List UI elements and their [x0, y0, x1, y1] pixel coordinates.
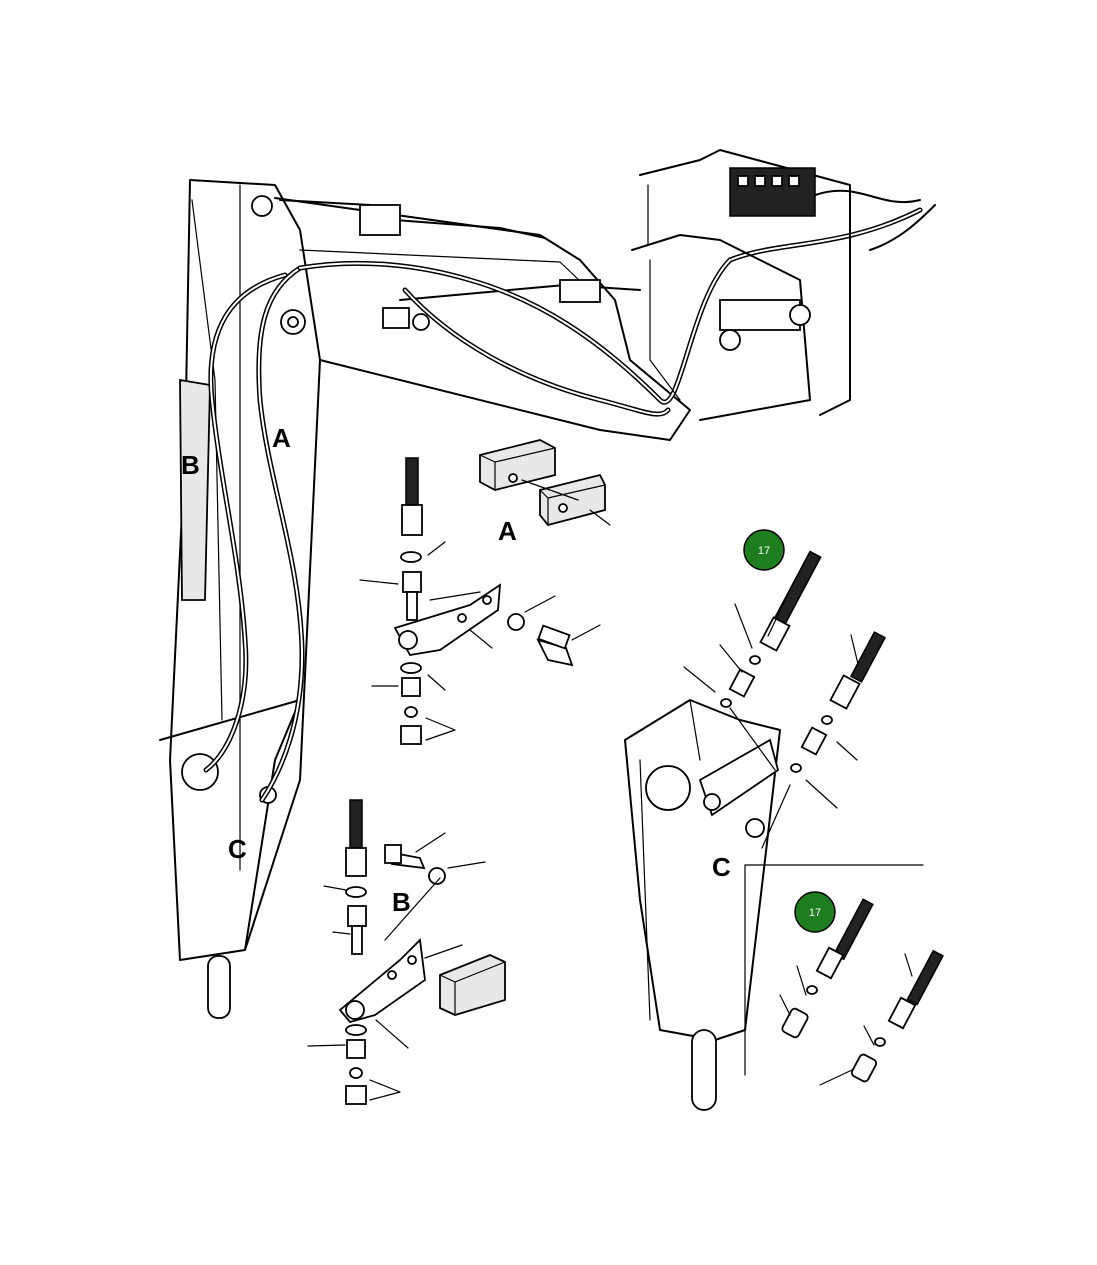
letter-labels: A B C A B C	[181, 423, 731, 917]
label-main-b: B	[181, 450, 200, 480]
detail-a	[359, 439, 611, 745]
label-detail-c: C	[712, 852, 731, 882]
boom-hoses	[203, 207, 923, 803]
label-detail-b: B	[392, 887, 411, 917]
label-main-a: A	[272, 423, 291, 453]
callout-17-inset[interactable]: 17	[794, 891, 836, 933]
detail-b	[307, 799, 506, 1105]
callout-17-upper[interactable]: 17	[743, 529, 785, 571]
callout-circle[interactable]	[743, 529, 785, 571]
label-detail-a: A	[498, 516, 517, 546]
callout-number: 17	[809, 907, 821, 919]
tractor-body	[631, 149, 936, 421]
callout-number: 17	[758, 545, 770, 557]
callout-circle[interactable]	[794, 891, 836, 933]
label-main-c: C	[228, 834, 247, 864]
boom-assembly	[159, 179, 691, 1019]
detail-c	[624, 550, 944, 1111]
